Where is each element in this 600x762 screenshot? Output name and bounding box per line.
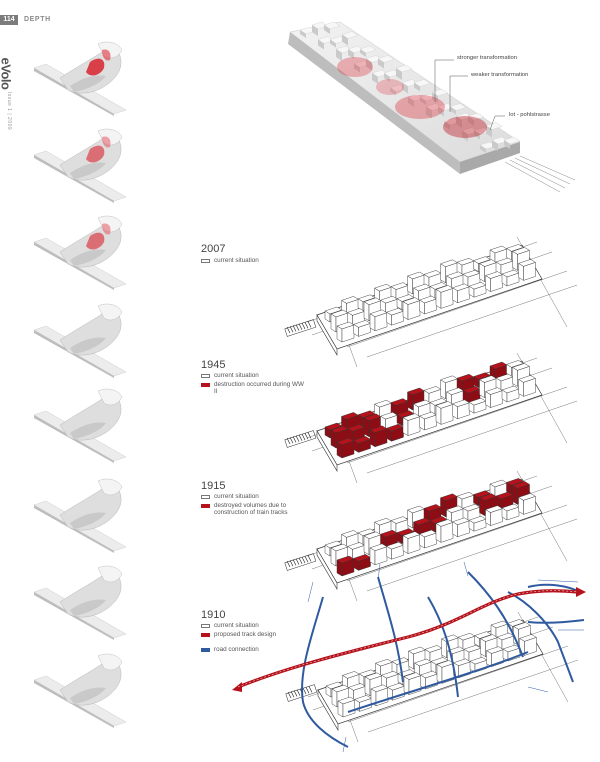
proposed-track xyxy=(232,587,586,692)
thumbnail-model xyxy=(33,215,127,290)
page-number: 114 xyxy=(0,15,18,25)
callout-stronger: stronger transformation xyxy=(457,55,517,61)
building-volumes xyxy=(324,244,537,343)
legend-label: current situation xyxy=(214,622,259,629)
legend-row: current situation xyxy=(201,622,304,630)
legend-row: destruction occurred during WW II xyxy=(201,381,304,396)
track-hatch xyxy=(286,555,312,568)
legend-1945: current situation destruction occurred d… xyxy=(201,372,304,397)
axonometric-1945 xyxy=(284,352,578,484)
magazine-logo: eVolo xyxy=(0,57,14,90)
year-1945: 1945 xyxy=(201,359,226,371)
thumbnail-model xyxy=(33,128,127,203)
legend-label: current situation xyxy=(214,372,259,379)
hero-buildings xyxy=(299,21,521,153)
swatch-white xyxy=(201,374,210,378)
hero-tracks xyxy=(504,155,576,193)
thumbnail-model xyxy=(33,478,127,553)
building-volumes xyxy=(324,478,537,577)
building-volumes xyxy=(325,619,538,718)
axonometric-2007 xyxy=(284,236,578,368)
swatch-red xyxy=(201,632,210,637)
year-2007: 2007 xyxy=(201,243,226,255)
legend-label: current situation xyxy=(214,257,259,264)
year-1915: 1915 xyxy=(201,480,226,492)
legend-1915: current situation destroyed volumes due … xyxy=(201,493,304,518)
hero-slab-side xyxy=(288,32,460,174)
track-hatch xyxy=(286,432,312,445)
hero-callout-lines xyxy=(434,59,505,131)
building-volumes xyxy=(324,360,537,459)
callout-lot: lot - pohlstrasse xyxy=(509,112,550,118)
thumbnail-model xyxy=(33,653,127,728)
thumbnail-model xyxy=(33,388,127,463)
legend-label: proposed track design xyxy=(214,630,276,638)
swatch-blue xyxy=(201,648,210,652)
hero-model xyxy=(288,21,576,193)
hero-slab-front xyxy=(460,142,520,174)
swatch-white xyxy=(201,495,210,499)
year-1910: 1910 xyxy=(201,609,226,621)
legend-label: destroyed volumes due to construction of… xyxy=(214,501,288,517)
swatch-red xyxy=(201,503,210,508)
sidebar-branding: eVolo Issue 1 | 2009 xyxy=(0,36,22,131)
legend-1910: current situation proposed track design … xyxy=(201,622,304,655)
track-hatch xyxy=(286,321,312,334)
legend-2007: current situation xyxy=(201,257,304,266)
legend-row: proposed track design xyxy=(201,631,304,639)
hero-transformation-zone xyxy=(337,57,487,138)
thumbnail-model xyxy=(33,41,127,116)
legend-row: current situation xyxy=(201,257,304,265)
issue-label: Issue 1 | 2009 xyxy=(6,91,13,131)
callout-weaker: weaker transformation xyxy=(471,72,529,78)
legend-label: road connection xyxy=(214,646,259,653)
legend-row: current situation xyxy=(201,493,304,501)
legend-label: destruction occurred during WW II xyxy=(214,380,304,396)
swatch-white xyxy=(201,624,210,628)
axonometric-1915 xyxy=(284,470,578,602)
swatch-red xyxy=(201,382,210,387)
axonometric-1910 xyxy=(232,561,586,753)
legend-row: road connection xyxy=(201,646,304,654)
legend-row: destroyed volumes due to construction of… xyxy=(201,502,304,517)
legend-label: current situation xyxy=(214,493,259,500)
swatch-white xyxy=(201,259,210,263)
thumbnail-model xyxy=(33,565,127,640)
thumbnail-model xyxy=(33,303,127,378)
section-title: DEPTH xyxy=(24,16,51,23)
track-hatch xyxy=(287,686,313,699)
road-label-ticks xyxy=(307,561,584,753)
legend-row: current situation xyxy=(201,372,304,380)
